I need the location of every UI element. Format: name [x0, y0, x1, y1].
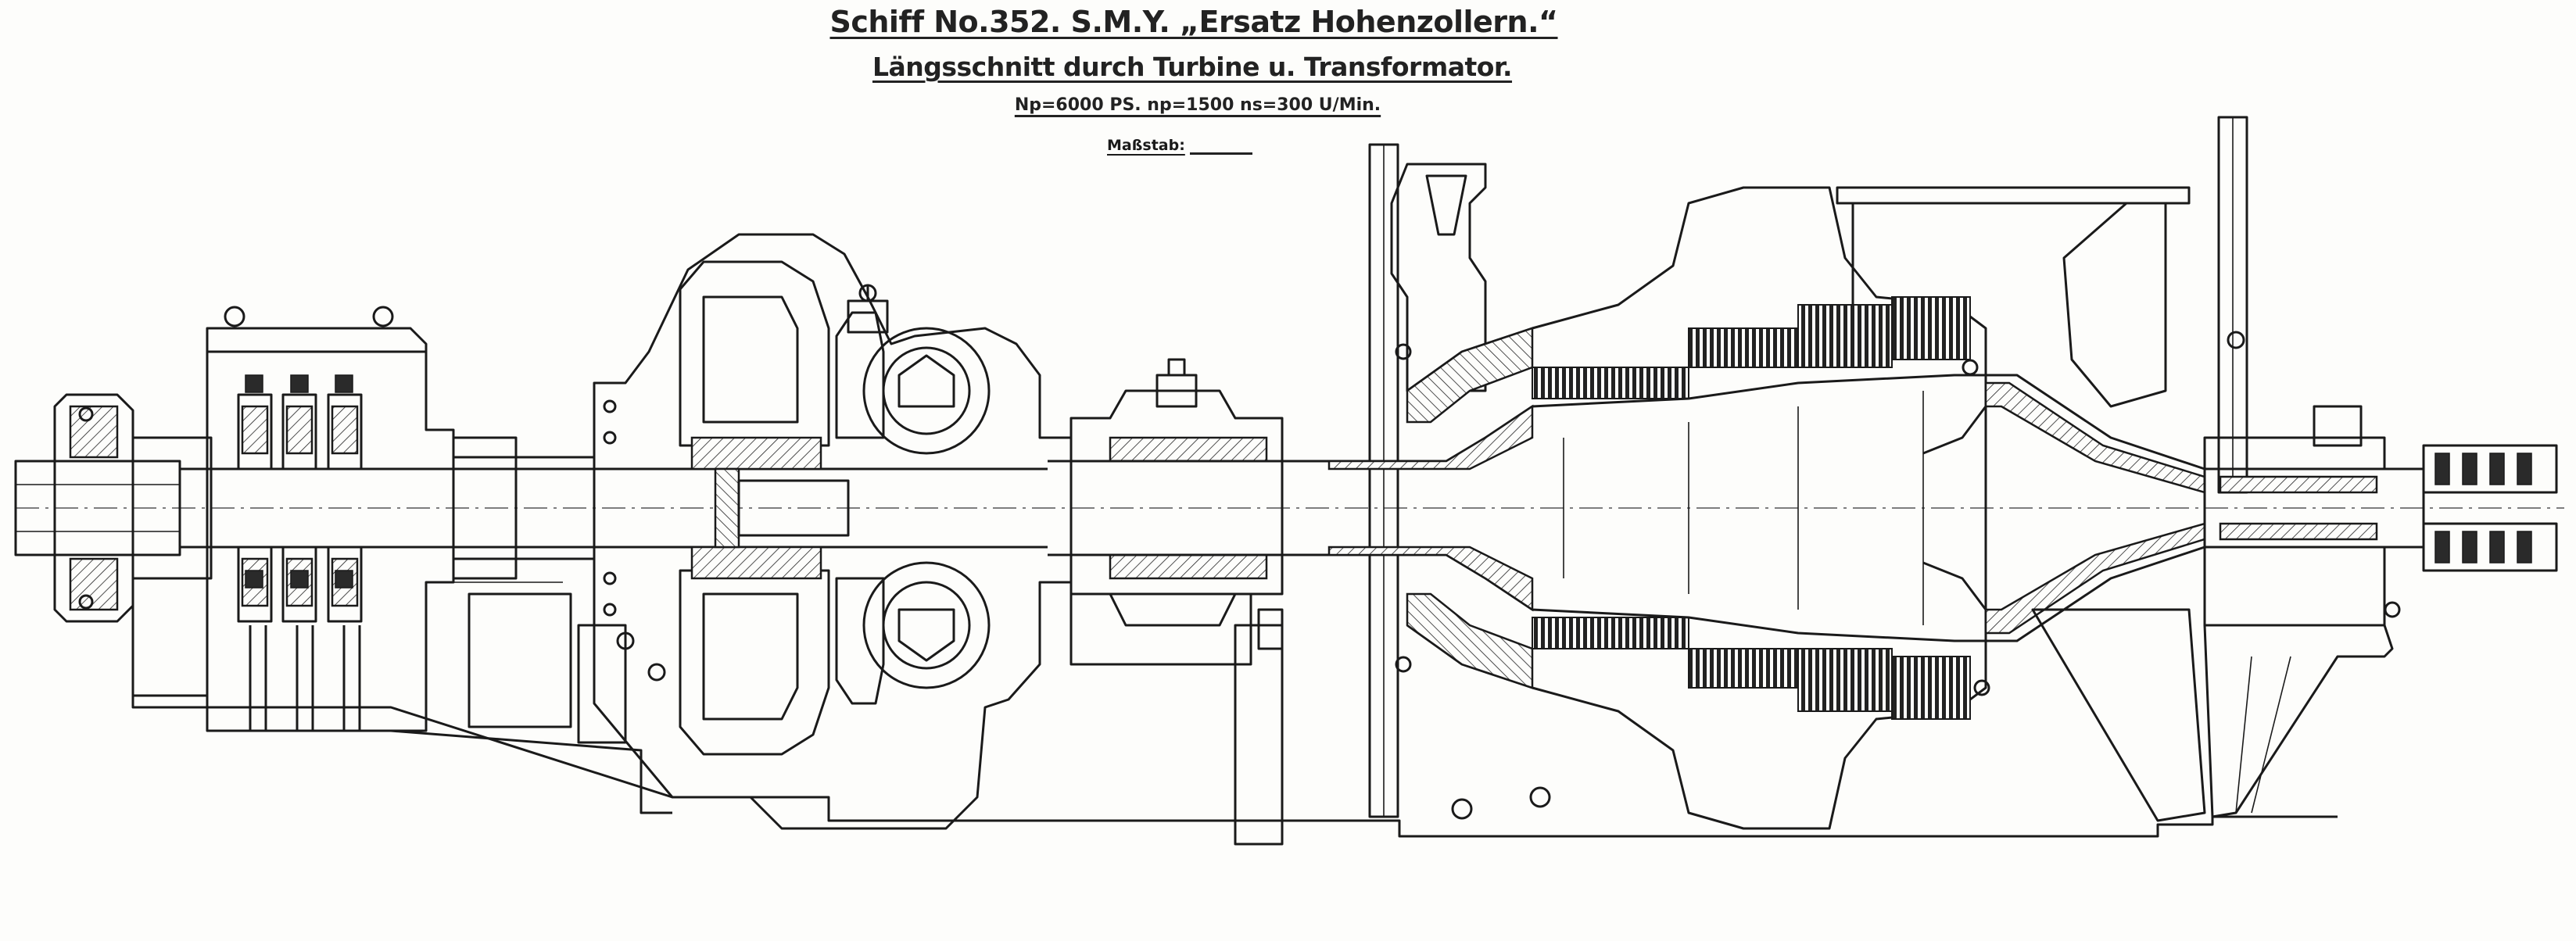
intermediate-bearing [1048, 358, 1329, 846]
scale-field: Maßstab: [1107, 137, 1252, 155]
drawing-specs: Np=6000 PS. np=1500 ns=300 U/Min. [1014, 95, 1381, 115]
scale-blank-line [1189, 152, 1252, 155]
thrust-bearing-housing [131, 306, 518, 732]
transformer-housing [593, 233, 1073, 830]
aft-bearing [2203, 116, 2558, 818]
shaft-coupling [14, 393, 181, 623]
main-shaft [180, 456, 1048, 560]
drawing-subtitle: Längsschnitt durch Turbine u. Transforma… [872, 52, 1513, 82]
scale-label: Maßstab: [1107, 137, 1185, 154]
exhaust-cone [1984, 202, 2252, 822]
foundation-bedplate [131, 581, 2338, 838]
turbine-casing [1327, 143, 2191, 830]
drawing-title: Schiff No.352. S.M.Y. „Ersatz Hohenzolle… [829, 5, 1558, 39]
